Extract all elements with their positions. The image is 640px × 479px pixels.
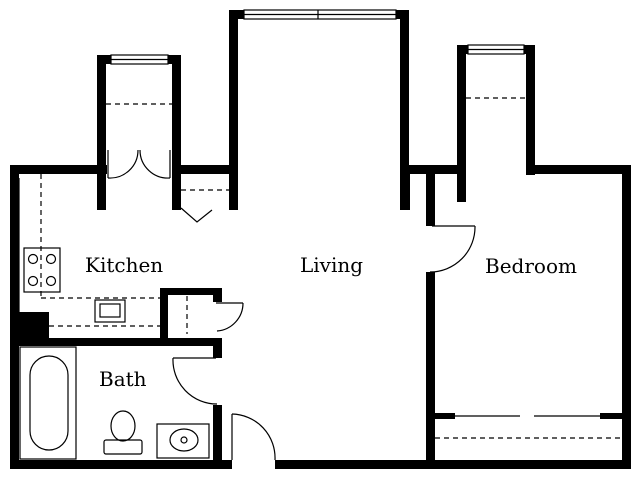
room-label-bath: Bath [99,367,147,391]
window-icon [467,44,525,55]
lavatory-icon [156,423,210,459]
bathtub-icon [19,346,77,460]
closet-sliding-doors [435,413,622,439]
room-label-bedroom: Bedroom [485,254,577,278]
interior-walls [10,174,435,463]
sink-icon [94,299,126,323]
door-swing-icon [429,225,476,273]
toilet-icon [103,410,143,455]
room-label-living: Living [300,253,363,277]
door-swing-icon [107,149,171,179]
window-icon [110,54,169,65]
exterior-walls [10,10,631,469]
door-swing-icon [172,357,218,405]
kitchen-counter [18,174,160,327]
room-label-kitchen: Kitchen [85,253,163,277]
door-swing-icon [231,413,276,461]
door-swing-icon [180,207,213,223]
door-swing-icon [216,302,244,332]
stove-icon [23,247,61,293]
window-icon [243,9,397,20]
